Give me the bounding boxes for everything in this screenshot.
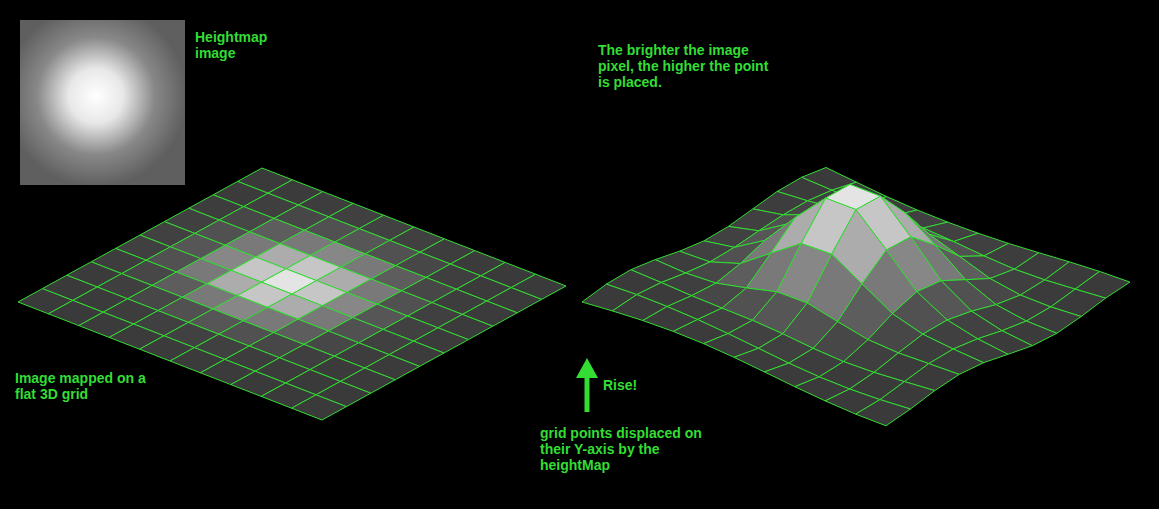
grid-cell	[856, 400, 911, 426]
displaced-grid	[582, 168, 1130, 426]
grid-cell	[292, 395, 347, 420]
rise-arrow	[576, 358, 598, 412]
note-text: grid points displaced on their Y-axis by…	[540, 425, 715, 473]
note-text: Heightmap image	[195, 29, 285, 61]
callout: Rise!	[603, 377, 663, 393]
note-text: The brighter the image pixel, the higher…	[598, 42, 783, 90]
heightmap-image	[20, 20, 185, 185]
note-text: Image mapped on a flat 3D grid	[15, 370, 160, 402]
